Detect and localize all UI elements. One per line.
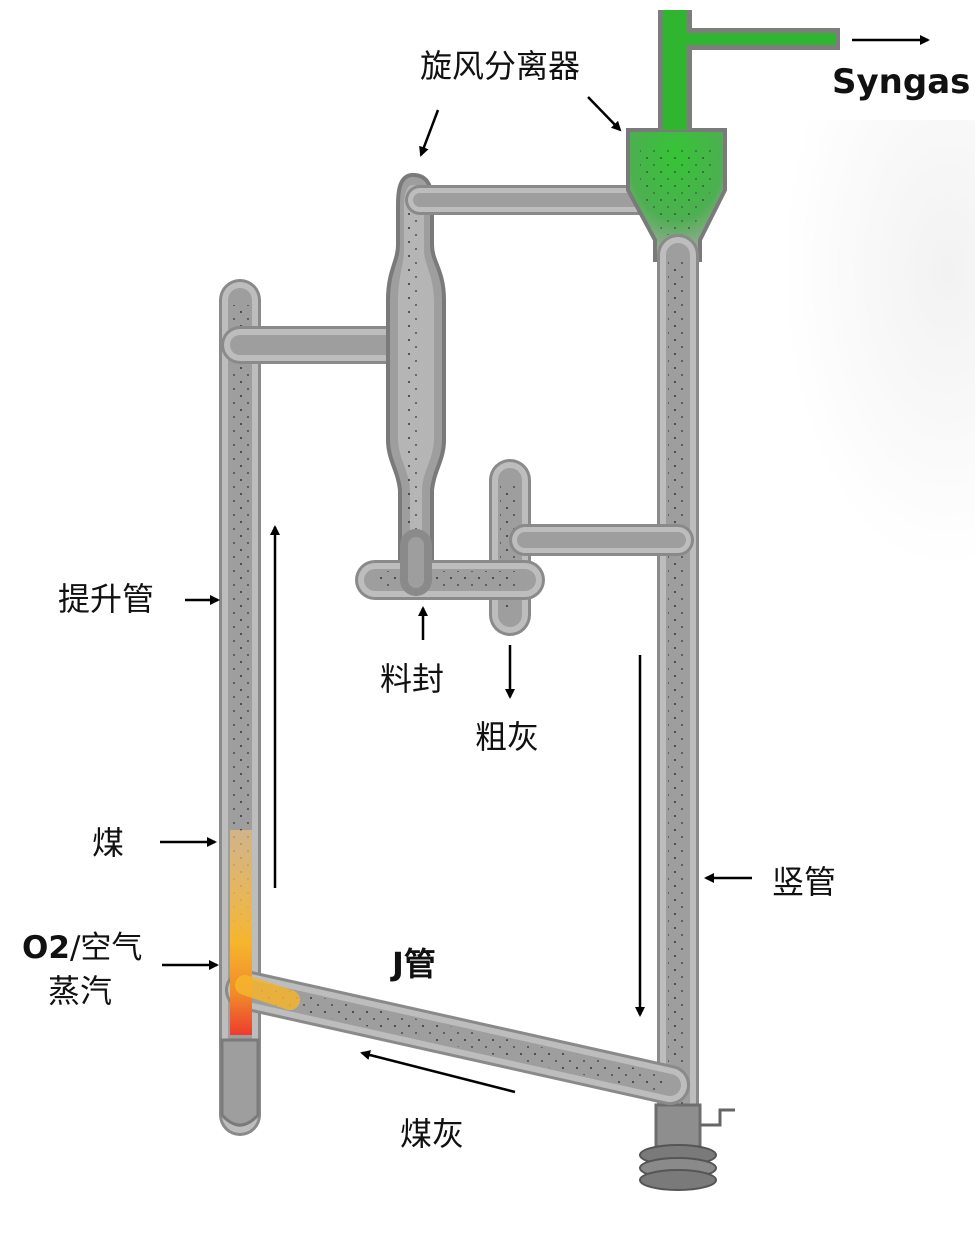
- riser-bottom: [220, 1038, 260, 1127]
- label-cyclone: 旋风分离器: [420, 47, 580, 85]
- background-glow: [700, 120, 975, 620]
- cyclone-pointer-right: [587, 96, 622, 132]
- label-oxidant: O2/空气: [22, 930, 142, 966]
- label-air: /空气: [70, 930, 142, 966]
- loop-seal: [355, 529, 545, 600]
- j-pipe: [225, 970, 690, 1105]
- label-coal: 煤: [92, 824, 124, 862]
- coal-ash-flow-arrow: [360, 1050, 516, 1094]
- first-cyclone: [386, 172, 446, 562]
- riser-heat-zone: [230, 830, 300, 1035]
- cyclone-pointer-left: [419, 109, 440, 157]
- standpipe-base: [639, 1103, 735, 1191]
- label-loop-seal: 料封: [380, 660, 444, 698]
- syngas-outlet: [658, 10, 840, 130]
- label-steam: 蒸汽: [48, 972, 112, 1010]
- flow-arrows: [160, 35, 930, 1094]
- pipe-network: [219, 10, 840, 1191]
- label-riser: 提升管: [58, 580, 154, 618]
- label-o2: O2: [22, 930, 70, 966]
- label-coarse-ash: 粗灰: [475, 718, 539, 756]
- label-j-pipe: J管: [390, 945, 436, 983]
- labels: 旋风分离器 Syngas 提升管 料封 粗灰 煤 O2/空气 蒸汽 J管 竖管 …: [22, 47, 970, 1153]
- label-coal-ash: 煤灰: [400, 1115, 464, 1153]
- label-syngas: Syngas: [832, 62, 970, 102]
- main-cyclone: [626, 128, 727, 262]
- label-standpipe: 竖管: [772, 863, 836, 901]
